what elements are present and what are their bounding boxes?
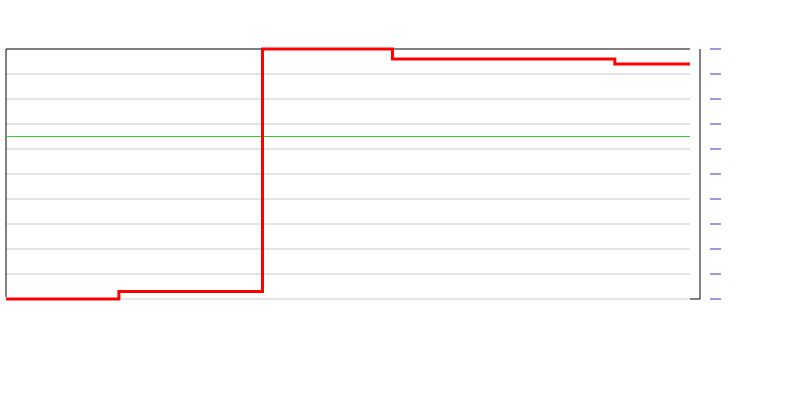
grid-lines xyxy=(6,73,690,300)
right-y-axis xyxy=(690,49,701,300)
y-axis-ticks xyxy=(710,48,721,300)
series-step-line xyxy=(6,47,690,301)
